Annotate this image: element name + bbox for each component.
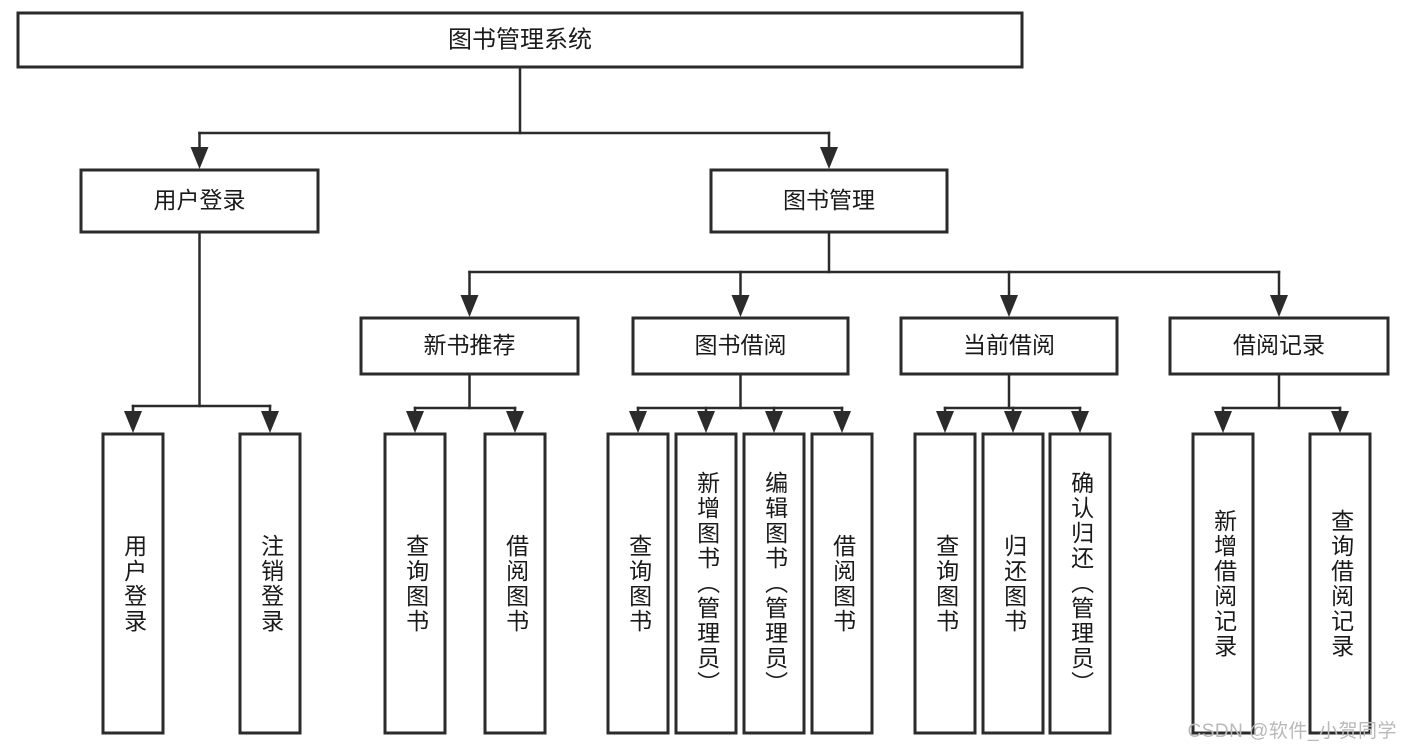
leafbox-leaf-user-login[interactable] xyxy=(101,432,165,735)
node-book-borrow-label: 图书借阅 xyxy=(695,332,787,358)
node-book-borrow[interactable] xyxy=(631,316,850,376)
node-book-manage[interactable] xyxy=(709,168,949,234)
node-box-layer xyxy=(16,11,1390,735)
arrow-to-leaf-borrow-book-2-head xyxy=(833,411,851,433)
arrow-to-leaf-add-book-head xyxy=(697,411,715,433)
arrow-to-leaf-query-book-2-head xyxy=(629,411,647,433)
leafbox-leaf-edit-book[interactable] xyxy=(742,432,806,735)
leafbox-leaf-query-record[interactable] xyxy=(1308,432,1372,735)
node-borrow-record-label: 借阅记录 xyxy=(1233,332,1325,358)
arrow-to-user-login-head xyxy=(190,147,209,169)
arrow-to-new-book-rec-head xyxy=(460,295,479,317)
arrow-to-book-borrow-head xyxy=(731,295,750,317)
arrow-to-leaf-logout-login-head xyxy=(261,411,279,433)
node-current-borrow-label: 当前借阅 xyxy=(963,332,1055,358)
arrow-to-leaf-query-record-head xyxy=(1331,411,1349,433)
arrow-to-leaf-user-login-head xyxy=(124,411,142,433)
leafbox-leaf-return-book[interactable] xyxy=(981,432,1045,735)
arrow-to-leaf-add-record-head xyxy=(1214,411,1232,433)
arrow-to-leaf-return-book-head xyxy=(1004,411,1022,433)
arrow-to-leaf-edit-book-head xyxy=(765,411,783,433)
leafbox-leaf-borrow-book-2[interactable] xyxy=(810,432,874,735)
node-user-login-label: 用户登录 xyxy=(154,187,246,213)
node-book-manage-label: 图书管理 xyxy=(783,187,875,213)
leafbox-leaf-query-book-2[interactable] xyxy=(606,432,670,735)
arrow-to-book-manage-head xyxy=(820,147,838,169)
node-current-borrow[interactable] xyxy=(899,316,1119,376)
arrow-to-leaf-query-book-3-head xyxy=(936,411,954,433)
node-borrow-record[interactable] xyxy=(1168,316,1390,376)
leafbox-leaf-logout-login[interactable] xyxy=(238,432,302,735)
node-root-system-label: 图书管理系统 xyxy=(448,26,592,53)
node-new-book-rec-label: 新书推荐 xyxy=(424,332,516,358)
arrow-to-current-borrow-head xyxy=(1000,295,1018,317)
node-new-book-rec[interactable] xyxy=(359,316,580,376)
node-user-login[interactable] xyxy=(79,168,320,234)
leafbox-leaf-query-book-3[interactable] xyxy=(913,432,977,735)
arrow-to-borrow-record-head xyxy=(1270,295,1288,317)
arrow-to-leaf-borrow-book-1-head xyxy=(506,411,524,433)
node-root-system[interactable] xyxy=(16,11,1024,69)
leafbox-leaf-add-record[interactable] xyxy=(1191,432,1255,735)
leafbox-leaf-add-book[interactable] xyxy=(674,432,738,735)
leafbox-leaf-confirm-return[interactable] xyxy=(1048,432,1112,735)
leafbox-leaf-query-book-1[interactable] xyxy=(383,432,447,735)
arrow-to-leaf-confirm-return-head xyxy=(1071,411,1089,433)
arrow-to-leaf-query-book-1-head xyxy=(406,411,424,433)
leafbox-leaf-borrow-book-1[interactable] xyxy=(483,432,547,735)
connector-layer xyxy=(124,65,1349,433)
